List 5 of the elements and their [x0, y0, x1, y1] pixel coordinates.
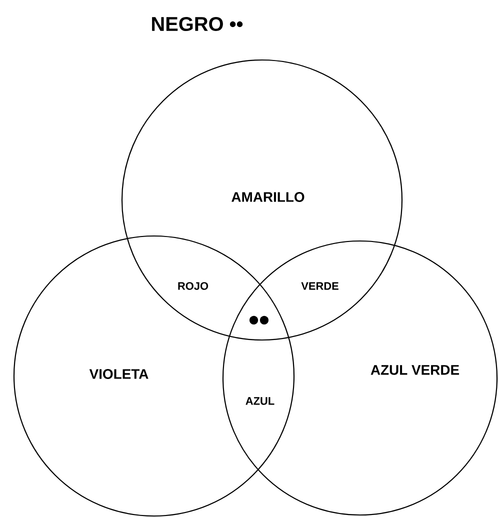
- region-label: VERDE: [301, 282, 338, 290]
- title: NEGRO ••: [152, 16, 243, 32]
- region-label: AZUL: [246, 397, 274, 405]
- region-label: ROJO: [178, 282, 208, 290]
- region-label: ••: [250, 316, 268, 324]
